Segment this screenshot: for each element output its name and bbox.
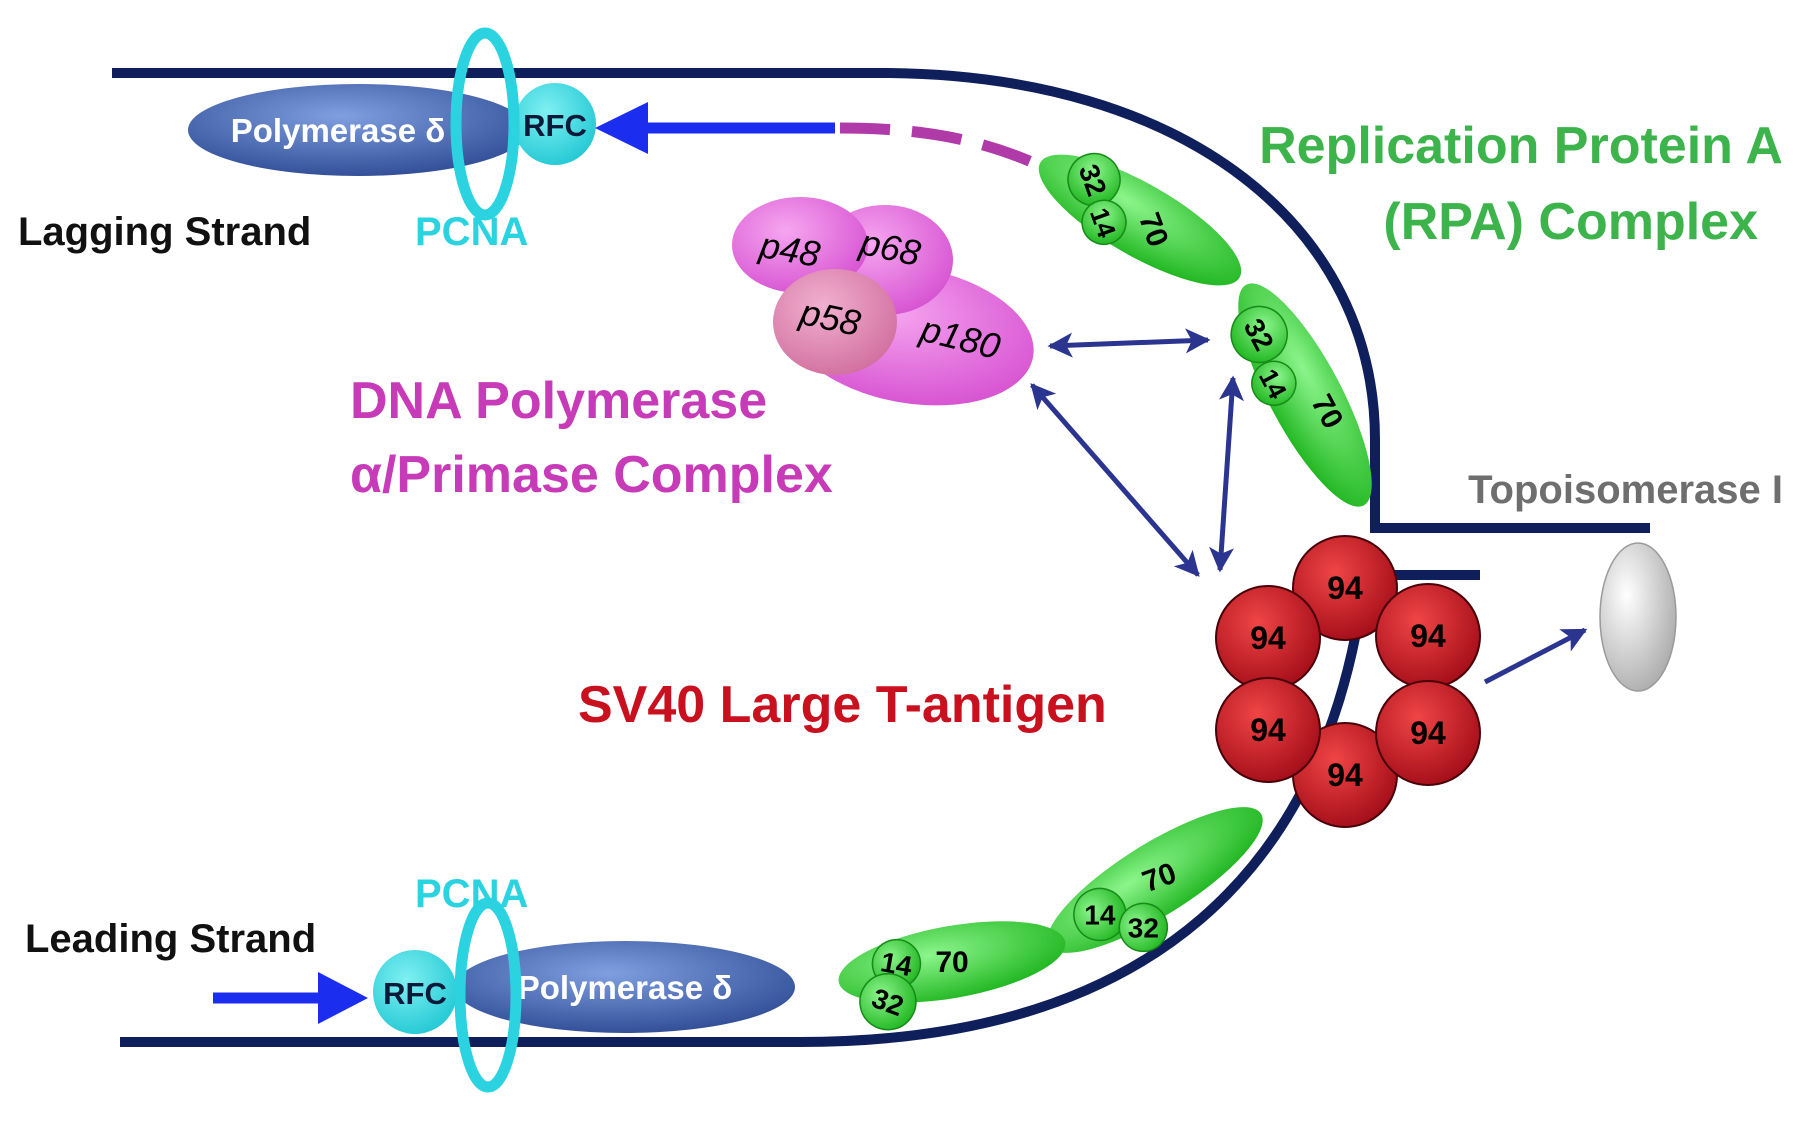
t-antigen-labels: 94 94 94 94 94 94	[1250, 570, 1446, 793]
lagging-polymerase-delta: Polymerase δ	[188, 84, 528, 176]
rpa-label-line1: Replication Protein A	[1259, 117, 1783, 175]
rfc-top-label: RFC	[523, 108, 587, 143]
t-antigen-label: SV40 Large T-antigen	[578, 676, 1107, 734]
svg-text:94: 94	[1410, 618, 1446, 654]
lagging-pcna-ring	[450, 27, 520, 221]
rpa-complex-1: 32 14 70	[1038, 152, 1242, 286]
rna-primer-dashed	[839, 122, 1048, 173]
svg-text:94: 94	[1410, 715, 1446, 751]
pcna-top-label: PCNA	[415, 210, 528, 254]
t-antigen-hexamer	[1215, 535, 1481, 828]
leading-template-strand	[120, 570, 1480, 1047]
lagging-rfc: RFC	[514, 83, 596, 165]
dna-strands	[112, 68, 1650, 1047]
pol-delta-top-label: Polymerase δ	[231, 112, 445, 149]
pol-delta-bottom-label: Polymerase δ	[518, 969, 732, 1006]
pcna-bottom-label: PCNA	[415, 872, 528, 916]
svg-text:14: 14	[1084, 899, 1116, 930]
leading-synthesis-arrowhead	[318, 972, 368, 1024]
rpa-label-line2: (RPA) Complex	[1383, 193, 1758, 251]
leading-polymerase-delta: Polymerase δ	[455, 941, 795, 1033]
leading-strand-label: Leading Strand	[25, 917, 316, 961]
rpa-complex-3: 14 32 70	[1047, 807, 1263, 953]
topoisomerase-i	[1599, 542, 1677, 692]
lagging-synthesis-arrowhead	[595, 102, 648, 154]
pol-alpha-label-line2: α/Primase Complex	[350, 446, 833, 504]
svg-text:32: 32	[1128, 912, 1159, 943]
pol-alpha-label-line1: DNA Polymerase	[350, 372, 767, 430]
topoisomerase-label: Topoisomerase I	[1468, 468, 1783, 512]
leading-rfc: RFC	[373, 950, 457, 1034]
rpa-complex-4: 14 32 70	[838, 921, 1066, 1031]
interaction-arrows	[1030, 328, 1588, 685]
leading-pcna-ring	[454, 897, 522, 1093]
svg-text:94: 94	[1327, 757, 1363, 793]
svg-text:14: 14	[878, 946, 914, 982]
lagging-strand-label: Lagging Strand	[18, 210, 311, 254]
rpa-complex-2: 32 14 70	[1230, 283, 1372, 507]
svg-text:94: 94	[1327, 570, 1363, 606]
svg-text:70: 70	[935, 946, 968, 979]
pol-alpha-primase-complex: p48 p68 p58 p180	[732, 197, 1034, 406]
svg-text:94: 94	[1250, 620, 1286, 656]
rfc-bottom-label: RFC	[383, 976, 447, 1011]
lagging-template-strand	[112, 68, 1650, 533]
svg-text:94: 94	[1250, 712, 1286, 748]
